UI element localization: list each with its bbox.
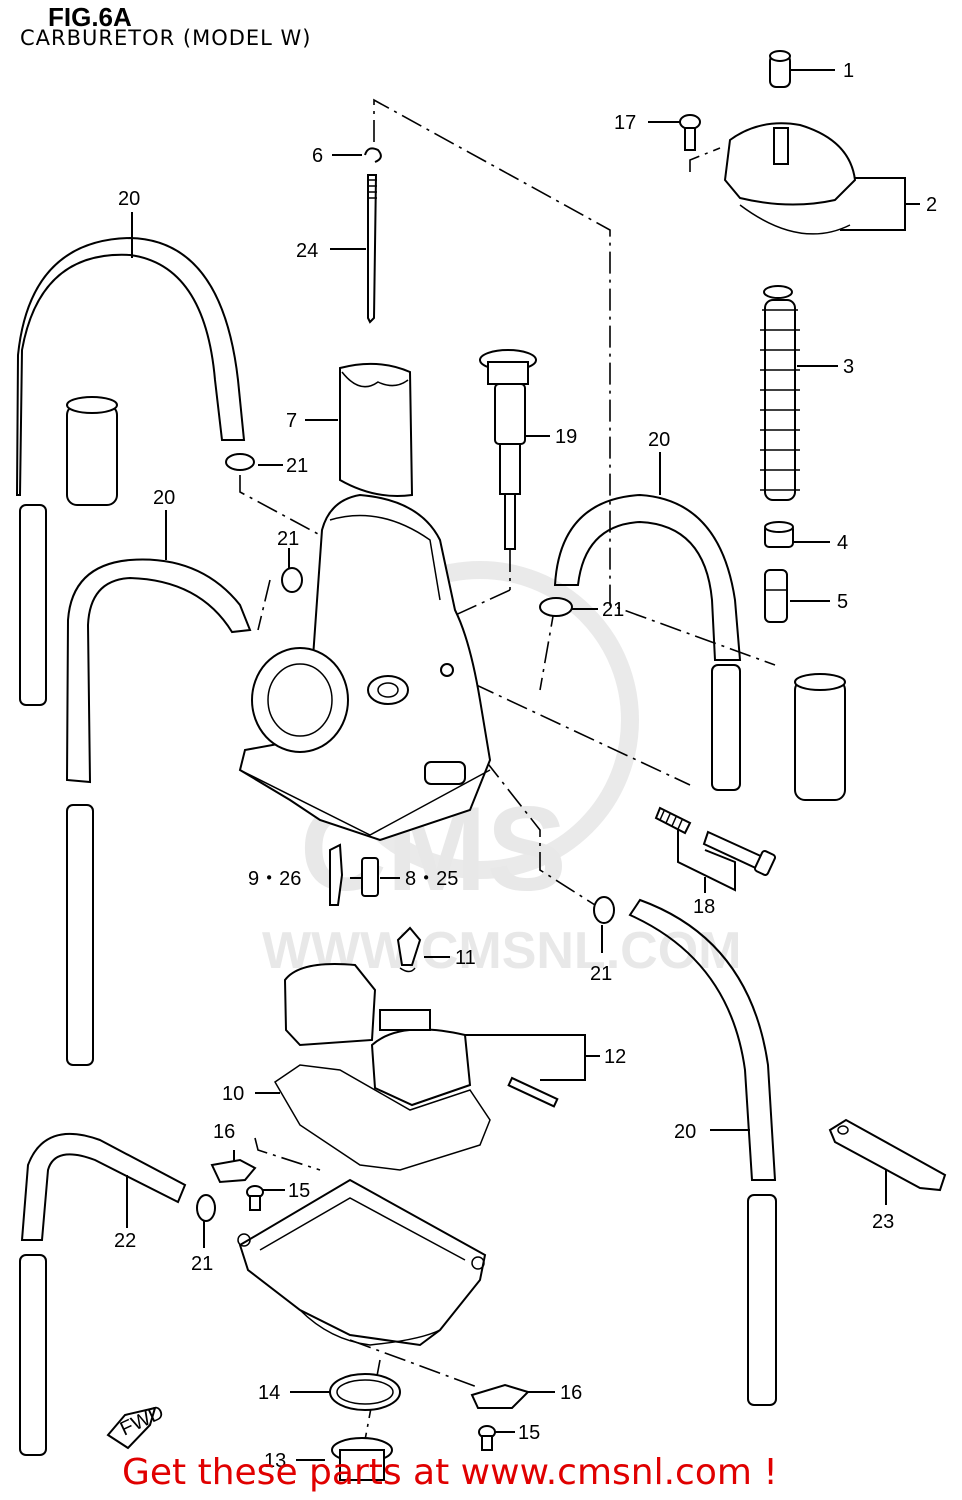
part-4-holder: [764, 521, 794, 548]
part-15-screws: [246, 1185, 496, 1451]
callout-3: 3: [843, 356, 854, 378]
part-12-float: [283, 963, 559, 1108]
callout-20a: 20: [118, 188, 140, 210]
callout-15b: 15: [518, 1422, 540, 1444]
callout-1: 1: [843, 60, 854, 82]
part-17-screw: [679, 114, 701, 151]
part-19-throttle-stop-screw: [479, 349, 537, 550]
callout-15a: 15: [288, 1180, 310, 1202]
part-11-needle-valve: [396, 926, 422, 973]
callout-5: 5: [837, 591, 848, 613]
part-10-gasket: [274, 1064, 491, 1171]
fwd-arrow-icon: FWD: [106, 1401, 167, 1450]
part-2-top-cover: [723, 122, 857, 235]
part-1-cap: [769, 50, 791, 88]
callout-11: 11: [455, 947, 476, 969]
part-8-25-pilot-jet: [361, 857, 379, 897]
part-16-brackets: [210, 1158, 530, 1409]
part-24-jet-needle: [367, 174, 378, 324]
callout-20b: 20: [153, 487, 175, 509]
callout-21a: 21: [286, 455, 308, 477]
part-22-overflow-hose: [19, 1132, 187, 1456]
callout-13: 13: [264, 1450, 286, 1472]
callout-23: 23: [872, 1211, 894, 1233]
callout-21b: 21: [277, 528, 299, 550]
carburetor-body: [238, 493, 492, 842]
callout-4: 4: [837, 532, 848, 554]
callout-18: 18: [693, 896, 715, 918]
callout-12: 12: [604, 1046, 626, 1068]
callout-2: 2: [926, 194, 937, 216]
part-6-e-clip: [364, 147, 382, 163]
part-13-drain-plug: [331, 1437, 393, 1481]
callout-21c: 21: [602, 599, 624, 621]
part-9-26-main-jet: [329, 843, 344, 906]
part-23-bracket: [828, 1118, 947, 1192]
callout-21d: 21: [590, 963, 612, 985]
callout-16b: 16: [560, 1382, 582, 1404]
callout-9-26: 9・26: [248, 868, 301, 890]
callout-10: 10: [222, 1083, 244, 1105]
part-3-spring: [760, 285, 800, 501]
part-5-clip: [764, 569, 788, 623]
leader-lines: [126, 69, 920, 1461]
get-parts-link[interactable]: Get these parts at www.cmsnl.com !: [122, 1452, 778, 1493]
callout-20c: 20: [648, 429, 670, 451]
callout-17: 17: [614, 112, 636, 134]
part-14-o-ring: [329, 1373, 401, 1411]
figure-title: FIG.6A: [48, 2, 132, 32]
part-20-hoses: [15, 236, 846, 1406]
callout-24: 24: [296, 240, 318, 262]
callout-6: 6: [312, 145, 323, 167]
callout-numbers: 1 2 3 4 5 6 7 9・26 8・25 10 11 12 13 14 1…: [114, 60, 937, 1472]
callout-19: 19: [555, 426, 577, 448]
callout-8-25: 8・25: [405, 868, 458, 890]
float-bowl: [237, 1178, 487, 1347]
callout-22: 22: [114, 1230, 136, 1252]
callout-16a: 16: [213, 1121, 235, 1143]
part-21-clamps: [196, 453, 615, 1222]
callout-14: 14: [258, 1382, 280, 1404]
callout-7: 7: [286, 410, 297, 432]
part-18-air-screw: [654, 806, 777, 876]
part-7-throttle-valve: [339, 362, 414, 497]
callout-21e: 21: [191, 1253, 213, 1275]
figure-subtitle: CARBURETOR (MODEL W): [20, 26, 312, 50]
callout-20d: 20: [674, 1121, 696, 1143]
